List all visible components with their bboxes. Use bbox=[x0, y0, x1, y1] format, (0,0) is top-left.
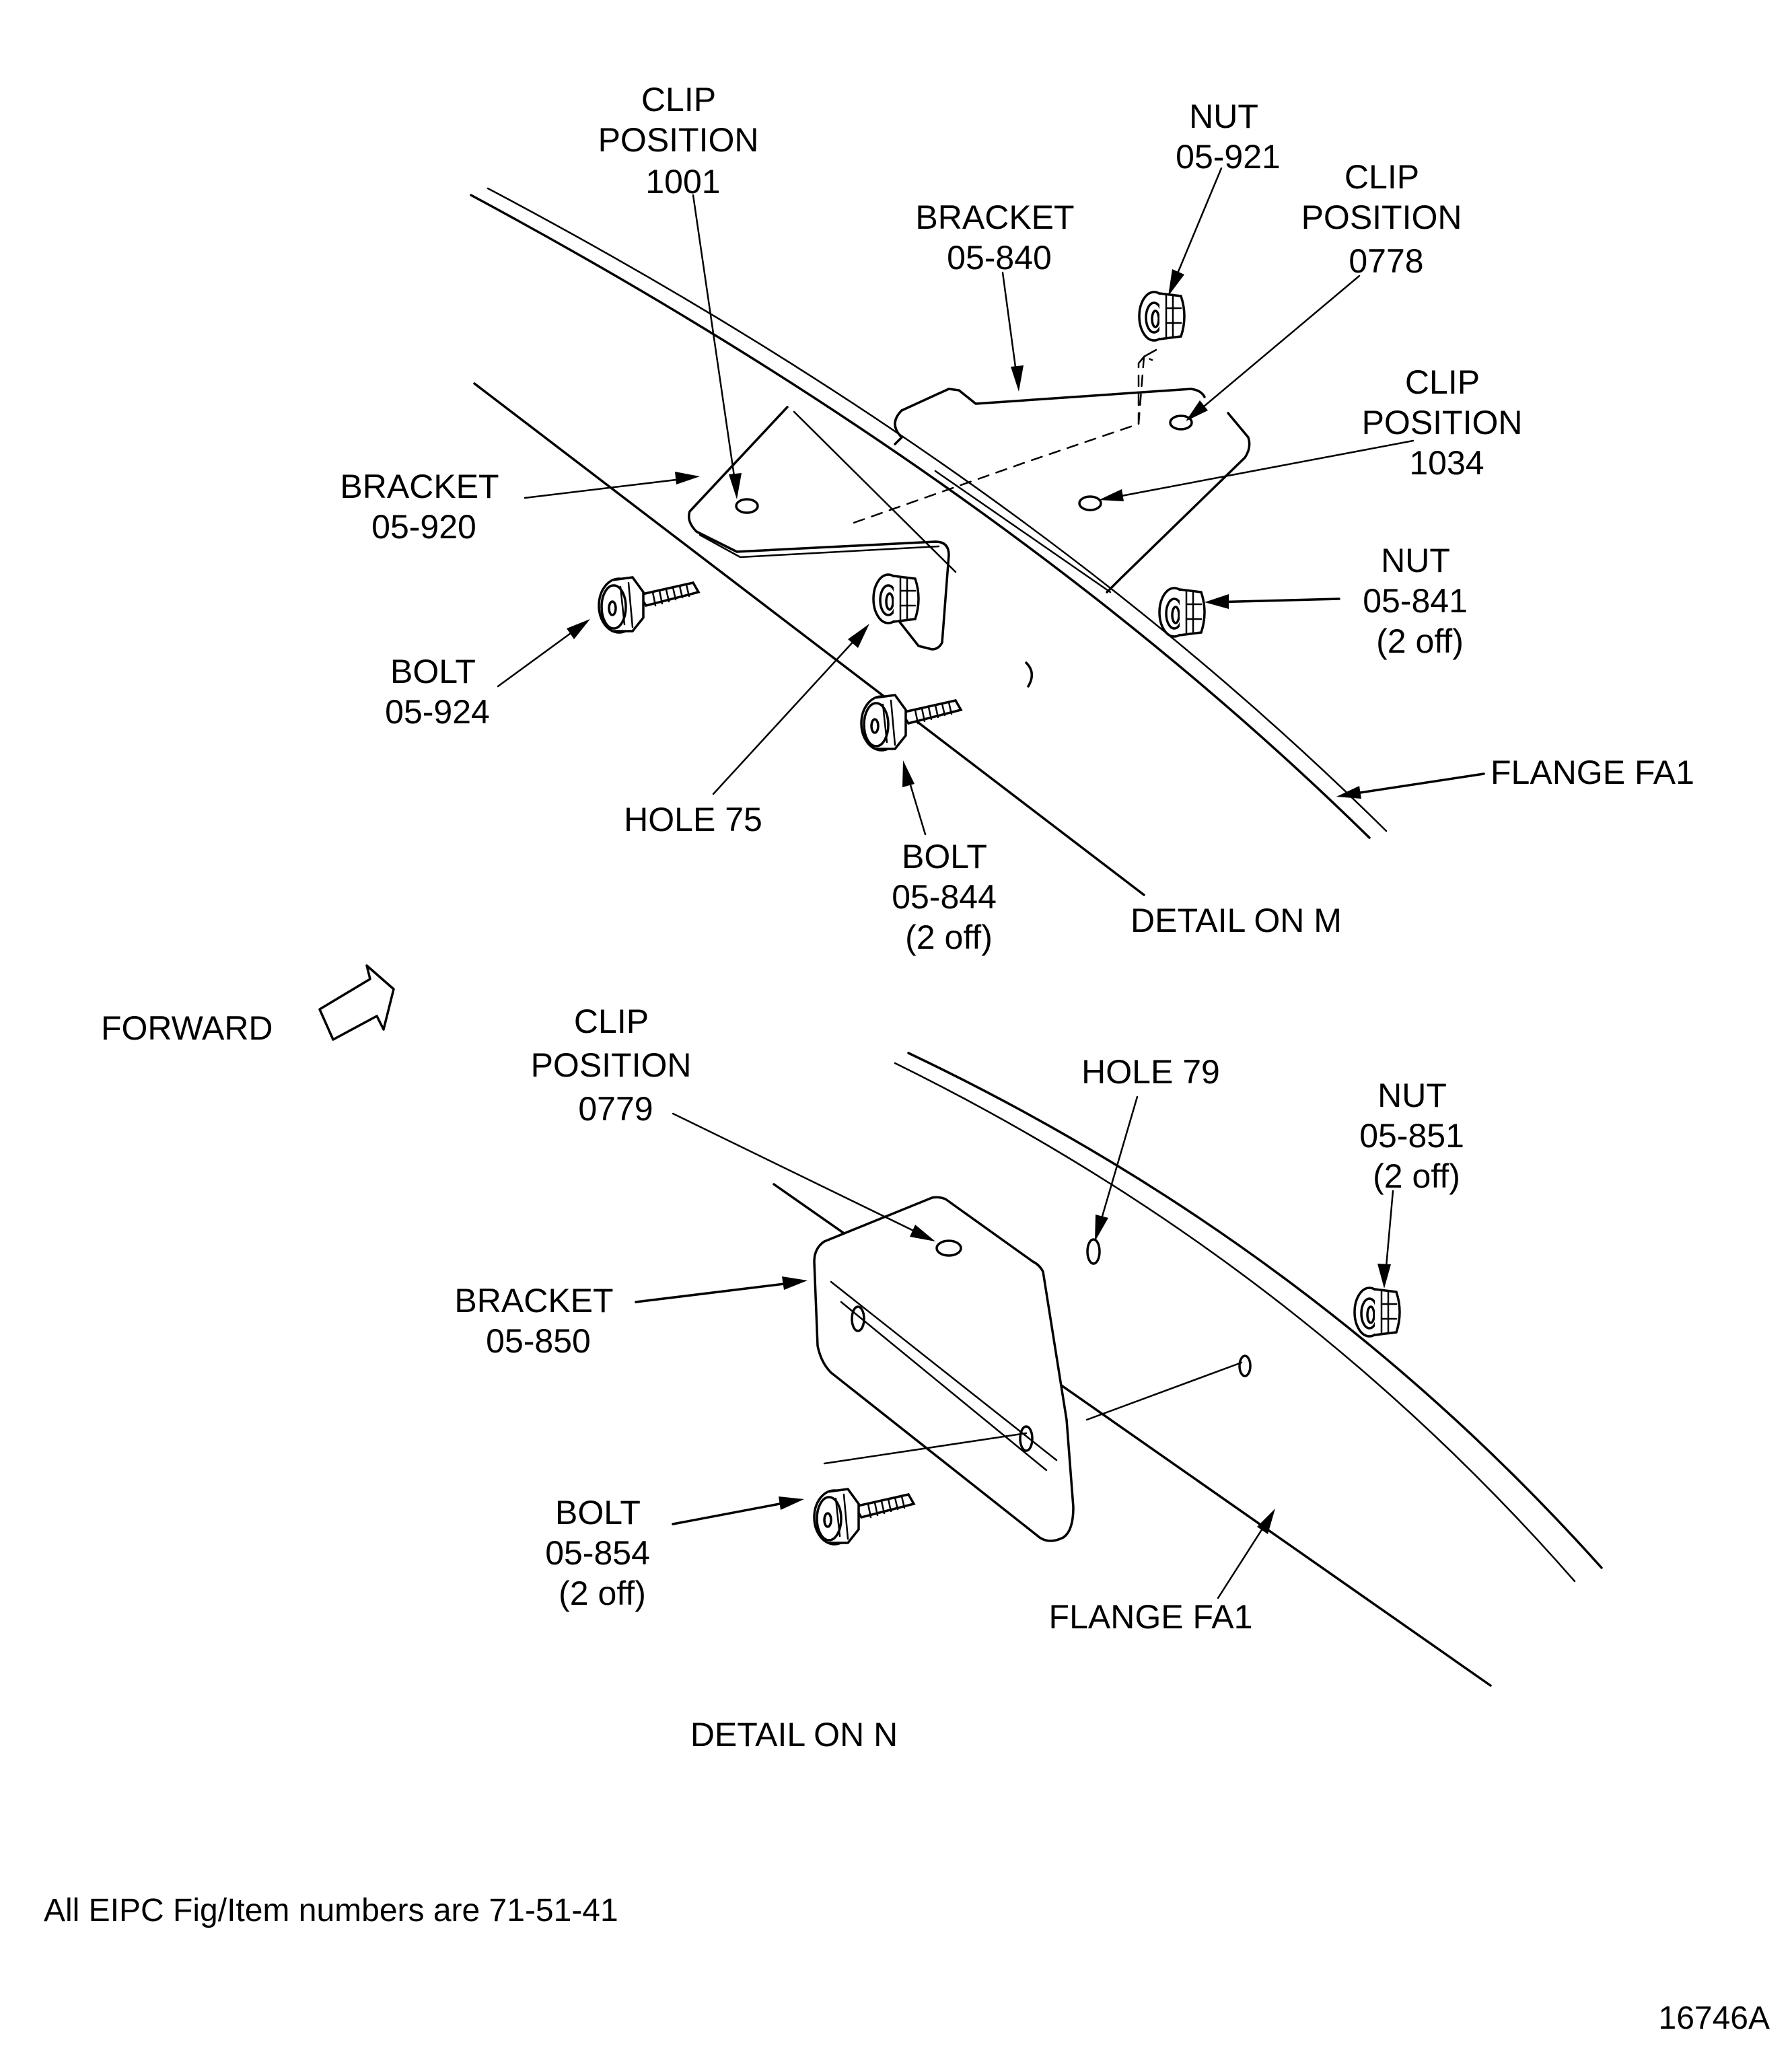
nut-05-841 bbox=[1158, 587, 1206, 638]
flange-fa1-outer-line bbox=[470, 194, 1371, 839]
bracket-hole-lower bbox=[1019, 1425, 1034, 1452]
callout-hole-75: HOLE 75 bbox=[624, 801, 762, 838]
forward-label: FORWARD bbox=[101, 1009, 273, 1047]
detail-n bbox=[773, 1052, 1603, 1687]
callout-clip-0779: CLIP POSITION 0779 bbox=[531, 1003, 701, 1128]
flange-fa1-inner-line bbox=[487, 187, 1388, 832]
bolt-05-854 bbox=[813, 1488, 915, 1546]
detail-m bbox=[470, 187, 1388, 896]
detail-m-title: DETAIL ON M bbox=[1131, 902, 1342, 939]
labels: CLIP POSITION 1001 BRACKET 05-840 NUT 05… bbox=[44, 81, 1770, 2036]
forward-indicator bbox=[318, 964, 395, 1041]
callout-clip-1034: CLIP POSITION 1034 bbox=[1362, 363, 1532, 482]
clip-hole-0779 bbox=[935, 1239, 962, 1257]
bracket-05-920 bbox=[688, 406, 950, 651]
flange-web-line bbox=[473, 382, 1145, 896]
flange-hole-lower bbox=[1238, 1354, 1252, 1377]
callout-flange-fa1-n: FLANGE FA1 bbox=[1049, 1598, 1253, 1636]
callout-hole-79: HOLE 79 bbox=[1081, 1053, 1220, 1091]
forward-arrow-icon bbox=[318, 964, 395, 1041]
bracket-05-840 bbox=[900, 388, 1251, 593]
callout-bolt-05-844: BOLT 05-844 (2 off) bbox=[892, 838, 1006, 956]
callout-nut-05-851: NUT 05-851 (2 off) bbox=[1359, 1077, 1474, 1195]
figure-id: 16746A bbox=[1659, 2000, 1770, 2036]
bracket-05-850 bbox=[813, 1196, 1075, 1542]
flange-fa1-outer-line bbox=[907, 1052, 1603, 1569]
callout-clip-1001: CLIP POSITION 1001 bbox=[598, 81, 768, 201]
bolt-05-924 bbox=[598, 576, 700, 634]
bracket-hole-upper bbox=[851, 1305, 865, 1332]
bolt-05-844 bbox=[860, 694, 962, 752]
callout-bolt-05-924: BOLT 05-924 bbox=[385, 653, 490, 731]
leaders-detail-m bbox=[497, 167, 1485, 836]
clip-hole-0778 bbox=[1169, 414, 1193, 431]
callout-nut-05-841: NUT 05-841 (2 off) bbox=[1363, 542, 1477, 660]
bolt-in-hole-75 bbox=[872, 573, 920, 624]
clip-hole-1001 bbox=[735, 498, 759, 514]
callout-bracket-05-920: BRACKET 05-920 bbox=[340, 468, 507, 546]
clip-hole-1034 bbox=[1078, 495, 1102, 511]
flange-fa1-inner-line bbox=[894, 1062, 1576, 1583]
callout-bolt-05-854: BOLT 05-854 (2 off) bbox=[545, 1494, 659, 1612]
detail-n-title: DETAIL ON N bbox=[690, 1716, 898, 1753]
callout-clip-0778: CLIP POSITION 0778 bbox=[1301, 158, 1472, 280]
eipc-note: All EIPC Fig/Item numbers are 71-51-41 bbox=[44, 1893, 618, 1928]
nut-05-851 bbox=[1353, 1287, 1401, 1338]
callout-bracket-05-840: BRACKET 05-840 bbox=[915, 198, 1083, 277]
callout-nut-05-921: NUT 05-921 bbox=[1176, 98, 1281, 176]
nut-05-921 bbox=[1138, 291, 1186, 342]
leaders-detail-n bbox=[635, 1095, 1394, 1599]
hole-79 bbox=[1086, 1238, 1101, 1265]
callout-bracket-05-850: BRACKET 05-850 bbox=[454, 1282, 622, 1360]
callout-flange-fa1-m: FLANGE FA1 bbox=[1491, 754, 1694, 791]
flange-hole bbox=[1025, 661, 1033, 688]
